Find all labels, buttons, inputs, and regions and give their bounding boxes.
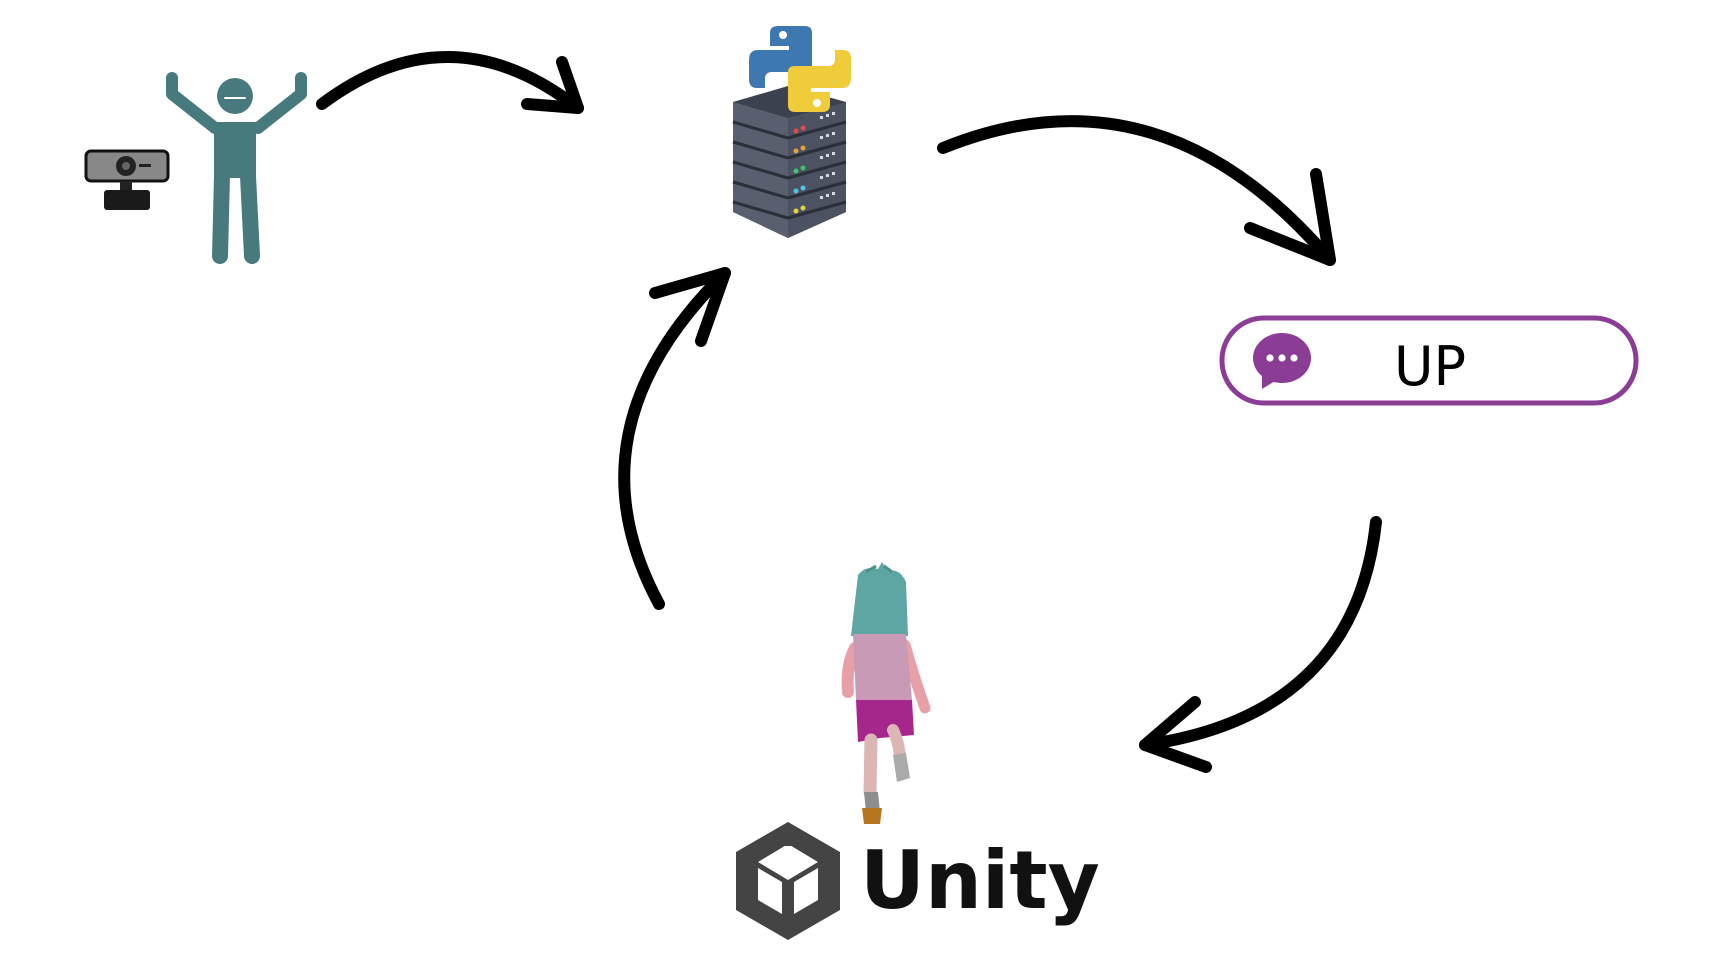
arrow-server-to-command: [937, 115, 1336, 266]
python-logo-icon: [749, 26, 851, 112]
person-arms-up-icon: [166, 72, 307, 264]
character-figure: [841, 562, 931, 824]
unity-logo-text: Unity: [860, 834, 1100, 927]
arrow-character-to-server: [618, 267, 731, 610]
command-bubble: UP: [1219, 315, 1639, 406]
server-rack-icon: [732, 86, 847, 238]
webcam-icon: [84, 149, 170, 210]
command-text: UP: [1394, 335, 1466, 398]
arrow-capture-to-server: [316, 51, 584, 114]
arrow-command-to-character: [1139, 516, 1382, 773]
unity-logo-icon: [736, 822, 840, 940]
chat-bubble-icon: [1253, 333, 1311, 389]
